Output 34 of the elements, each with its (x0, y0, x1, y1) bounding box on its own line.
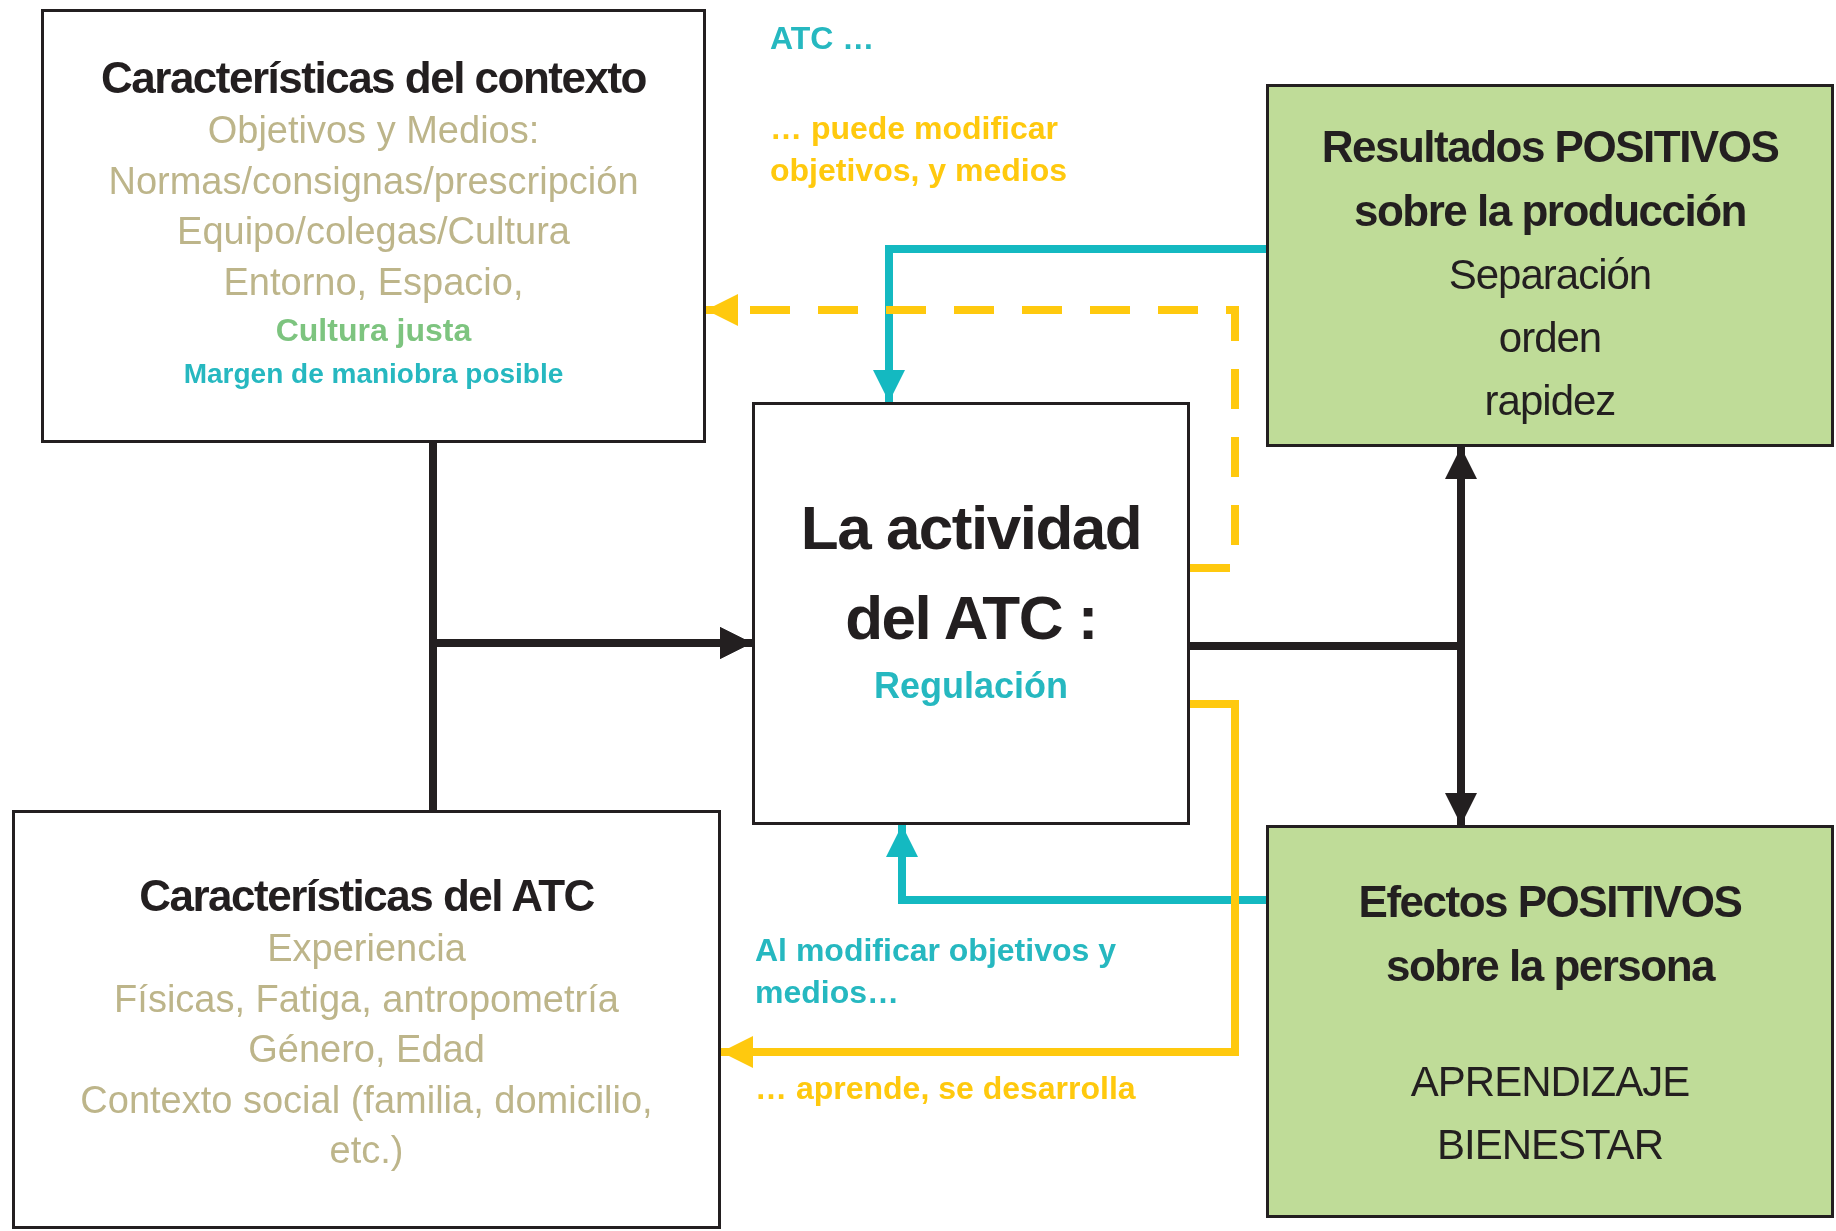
list-item: Físicas, Fatiga, antropometría (114, 976, 619, 1022)
text-box (41, 9, 706, 443)
annotation-text: … aprende, se desarrolla (755, 1069, 1136, 1108)
box-title: Resultados POSITIVOS sobre la producción (1320, 121, 1780, 237)
highlight-text: Margen de maniobra posible (183, 356, 564, 391)
highlight-text: Cultura justa (275, 311, 472, 351)
arrow (873, 245, 1266, 402)
list-item: rapidez (1484, 375, 1616, 426)
box-title: Características del contexto (101, 52, 646, 104)
list-item: Contexto social (familia, domicilio, etc.) (79, 1077, 654, 1174)
annotation-text: Al modificar objetivos y medios… (755, 931, 1117, 1012)
box-title: Características del ATC (139, 870, 594, 922)
list-item: APRENDIZAJE (1410, 1056, 1690, 1107)
list-item: Normas/consignas/prescripción (108, 158, 639, 204)
list-item: Equipo/colegas/Cultura (177, 209, 570, 255)
subtitle-text: Regulación (874, 663, 1068, 708)
arrow (721, 700, 1239, 1068)
list-item: Género, Edad (248, 1027, 485, 1073)
box-title: Efectos POSITIVOS sobre la persona (1357, 876, 1743, 992)
annotation-text: ATC … (770, 19, 875, 58)
list-item: Separación (1448, 249, 1652, 300)
arrow (706, 294, 1239, 572)
list-item: orden (1498, 312, 1602, 363)
annotation-text: … puede modificar objetivos, y medios (770, 109, 1068, 190)
text-box (1266, 84, 1834, 447)
list-item: Experiencia (267, 926, 466, 971)
text-box (1266, 825, 1834, 1218)
text-box (752, 402, 1190, 825)
list-item: Objetivos y Medios: (207, 108, 540, 153)
list-item: BIENESTAR (1437, 1119, 1663, 1170)
box-title: La actividad del ATC : (799, 492, 1143, 654)
list-item: Entorno, Espacio, (223, 259, 524, 305)
text-box (12, 810, 721, 1229)
arrow (886, 825, 1266, 904)
